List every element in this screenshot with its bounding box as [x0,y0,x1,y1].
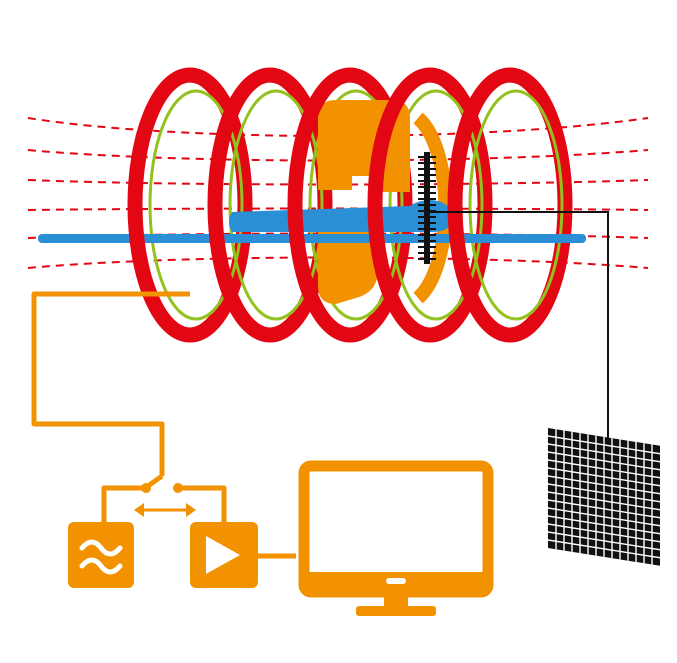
wire-left [101,485,146,522]
circuit-wiring [31,291,296,559]
arrow-head-right [186,503,196,517]
coil-front-arc [287,67,351,343]
monitor-stand [356,606,436,616]
slice-tick [418,228,436,230]
grid-line [548,483,660,503]
grid-line [548,435,660,455]
arrow-head-left [134,503,144,517]
inner-coil [228,89,324,321]
signal-wire [430,211,609,450]
coil-back-arc [429,67,493,343]
field-line [27,207,649,211]
switch-contact [141,483,151,493]
field-line [27,256,649,269]
coil-front-arcs [127,67,511,343]
field-line [27,149,649,162]
slice-tick [418,174,436,176]
patient-on-table [38,200,586,243]
monitor-icon [298,460,494,616]
monitor-button [386,578,406,584]
coil-front-arc [127,67,191,343]
grid-line [548,451,660,471]
slice-tick [418,246,436,248]
double-arrow-icon [134,503,196,517]
coil-back-arc [509,67,573,343]
grid-line [548,515,660,535]
transmitter-background [68,522,134,588]
receiver-box [190,522,258,588]
grid-line [548,467,660,487]
slice-tick [418,204,436,206]
grid-line [548,507,660,527]
grid-line [548,531,660,551]
coil-wire [31,291,190,476]
play-icon [206,536,240,574]
grid-line [548,475,660,495]
sine-wave [79,557,123,575]
grid-line [548,539,660,559]
switch-contacts [141,483,183,493]
slice-tick [418,162,436,164]
slice-tick [418,222,436,224]
field-line [27,117,649,137]
signal-path [418,152,609,450]
grid-line [548,443,660,463]
coil-front-arc [447,67,511,343]
slice-tick [418,186,436,188]
wire-right [178,485,227,522]
slice-tick [418,198,436,200]
gradient-coil [318,226,378,304]
patient-body [229,200,452,232]
grid-line [548,491,660,511]
slice-tick [418,156,436,158]
sine-wave-icon [79,539,123,575]
sine-wave [79,539,123,557]
slice-tick [418,240,436,242]
grid-line [548,459,660,479]
slice-tick [418,168,436,170]
slice-tick [418,210,436,212]
slice-tick [418,234,436,236]
inner-coil [308,89,404,321]
coil-front-arc [367,67,431,343]
coil-back-arcs [189,67,573,343]
slice-tick [418,258,436,260]
monitor-neck [384,594,408,608]
raw-data-grid-icon [548,428,660,566]
coil-back-arc [269,67,333,343]
coil-back-arc [349,67,413,343]
patient-table [38,234,586,243]
grid-line [548,499,660,519]
coil-front-arc [207,67,271,343]
slice-tick [418,216,436,218]
grid-line [548,523,660,543]
coil-back-arc [189,67,253,343]
switch-arm [146,473,164,489]
slice-ticks [418,156,436,260]
inner-coil [468,89,564,321]
field-line [27,179,649,186]
slice-tick [418,192,436,194]
inner-coil [388,89,484,321]
slice-plane [424,152,430,264]
switch-contact [173,483,183,493]
inner-coil [148,89,244,321]
slice-tick [418,252,436,254]
slice-tick [418,180,436,182]
rf-inner-coils [148,89,564,321]
transmitter-box [68,522,134,588]
